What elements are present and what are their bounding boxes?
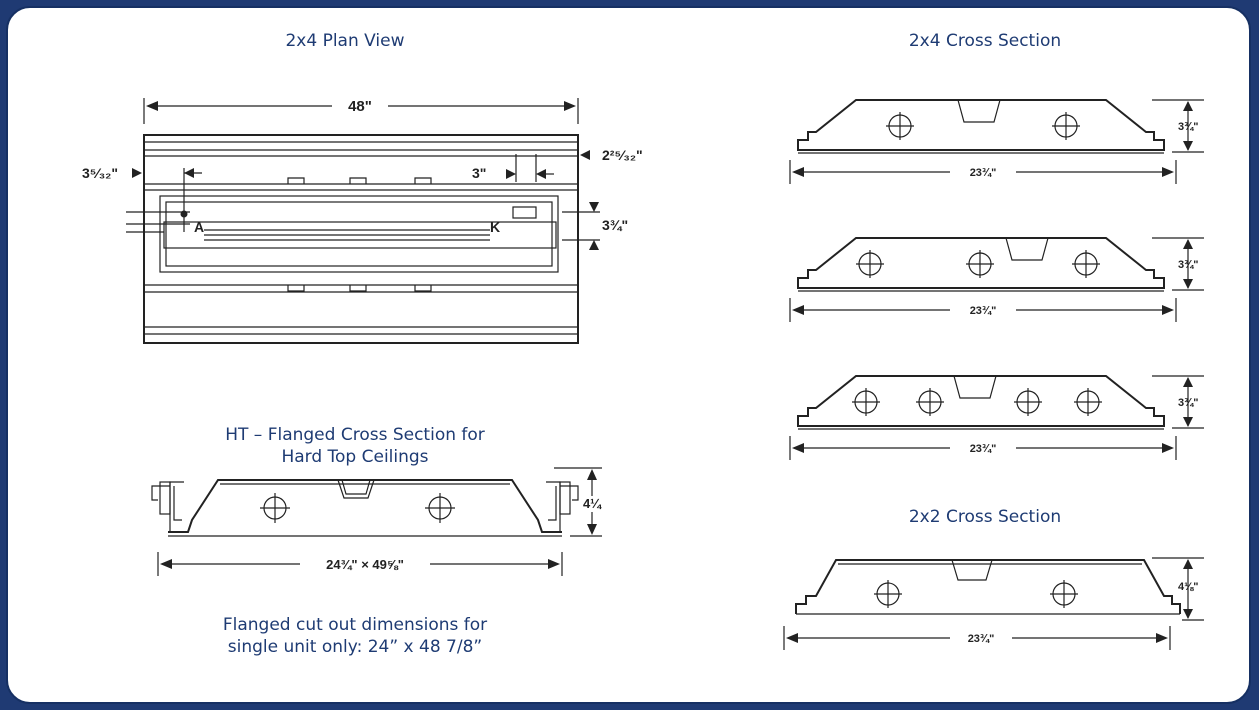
cs1-dim-height: 3¾" xyxy=(1178,121,1199,133)
cross-section-2x4-2-lamp: 3¾" 23¾" xyxy=(789,99,1204,184)
cs1-dim-width: 23¾" xyxy=(970,167,997,179)
plan-label-k: K xyxy=(490,219,500,235)
cs3-dim-width: 23¾" xyxy=(970,443,997,455)
flanged-cross-section-drawing: 4¼ 24¾" × 49⅝" xyxy=(151,467,602,576)
cross-section-2x4-3-lamp: 3¾" 23¾" xyxy=(789,237,1204,322)
flanged-note-line1: Flanged cut out dimensions for xyxy=(222,615,488,635)
cs2x2-dim-width: 23¾" xyxy=(968,633,995,645)
cross-section-2x4-4-lamp: 3¾" 23¾" xyxy=(789,375,1204,460)
plan-dim-edge: 2²⁵⁄₃₂" xyxy=(602,147,643,163)
plan-view-title: 2x4 Plan View xyxy=(285,31,405,51)
plan-label-a: A xyxy=(194,219,204,235)
flanged-title-line1: HT – Flanged Cross Section for xyxy=(225,425,485,445)
plan-view-drawing: 48" A K 3⁵⁄₃₂" 3" 2²⁵⁄₃₂" 3¾" xyxy=(82,98,643,344)
flanged-title-line2: Hard Top Ceilings xyxy=(281,447,429,467)
cs3-dim-height: 3¾" xyxy=(1178,397,1199,409)
cross-section-2x2-drawing: 4⅛" 23¾" xyxy=(783,557,1204,650)
cross-section-2x2-title: 2x2 Cross Section xyxy=(908,507,1062,527)
flanged-dim-height: 4¼ xyxy=(583,496,602,511)
diagram-panel xyxy=(6,6,1251,704)
cs2x2-dim-height: 4⅛" xyxy=(1178,581,1199,593)
plan-dim-depth: 3¾" xyxy=(602,217,628,233)
cs2-dim-width: 23¾" xyxy=(970,305,997,317)
plan-dim-48: 48" xyxy=(348,98,372,115)
plan-dim-left-offset: 3⁵⁄₃₂" xyxy=(82,165,118,181)
cs2-dim-height: 3¾" xyxy=(1178,259,1199,271)
flanged-note-line2: single unit only: 24” x 48 7/8” xyxy=(227,637,483,657)
plan-dim-3: 3" xyxy=(472,165,486,181)
flanged-dim-width: 24¾" × 49⅝" xyxy=(326,557,404,572)
cross-section-2x4-title: 2x4 Cross Section xyxy=(908,31,1062,51)
